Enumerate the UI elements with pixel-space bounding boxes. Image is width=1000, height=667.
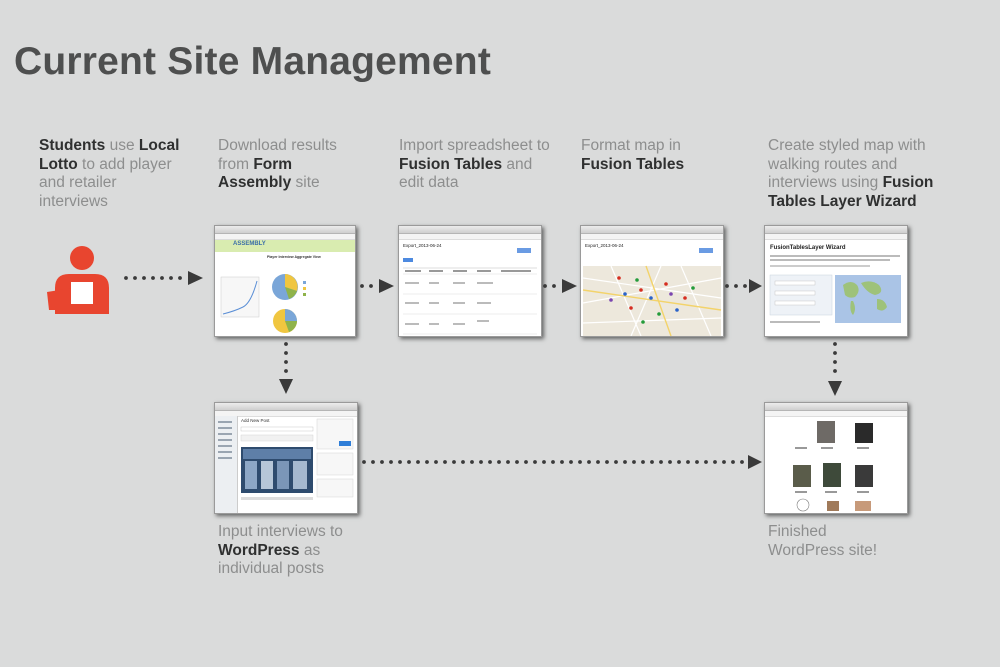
arrow-student-to-download xyxy=(124,271,203,285)
arrow-dot xyxy=(506,460,510,464)
arrow-dot xyxy=(587,460,591,464)
form-assembly-heading: Player Interview Aggregate View xyxy=(267,255,321,259)
arrow-dot xyxy=(659,460,663,464)
fusion-table-heading: Export_2013-06-24 xyxy=(403,243,442,248)
student-icon xyxy=(45,244,119,314)
arrow-dot xyxy=(452,460,456,464)
arrow-dot xyxy=(740,460,744,464)
arrow-dot xyxy=(623,460,627,464)
arrow-wordpress-to-finished xyxy=(362,455,762,469)
arrow-dot xyxy=(704,460,708,464)
layer-wizard-heading: FusionTablesLayer Wizard xyxy=(770,245,846,251)
arrow-dot xyxy=(686,460,690,464)
caption-text: Download results from xyxy=(218,137,337,173)
arrow-dot xyxy=(443,460,447,464)
arrow-dot xyxy=(596,460,600,464)
arrow-dot xyxy=(461,460,465,464)
form-assembly-logo: ASSEMBLY xyxy=(233,241,266,247)
arrow-dot xyxy=(677,460,681,464)
arrow-dot xyxy=(668,460,672,464)
arrow-dot xyxy=(398,460,402,464)
arrow-dot xyxy=(479,460,483,464)
caption-text: Input interviews to xyxy=(218,523,343,540)
fusion-map-heading: Export_2013-06-24 xyxy=(585,243,624,248)
arrow-download-to-wordpress xyxy=(279,342,293,394)
finished-site-screenshot xyxy=(764,402,908,514)
page-title: Current Site Management xyxy=(14,40,492,83)
caption-text: Import spreadsheet to xyxy=(399,137,550,154)
arrow-dot xyxy=(650,460,654,464)
arrow-wizard-to-finished xyxy=(828,342,842,396)
arrow-dot xyxy=(389,460,393,464)
arrow-dot xyxy=(407,460,411,464)
caption-text: Finished WordPress site! xyxy=(768,523,878,559)
arrow-download-to-import xyxy=(360,279,394,293)
bold-term: Fusion Tables Layer Wizard xyxy=(768,174,934,210)
arrow-dot xyxy=(695,460,699,464)
arrow-dot xyxy=(488,460,492,464)
arrow-dot xyxy=(533,460,537,464)
arrow-dot xyxy=(542,460,546,464)
bold-term: Fusion Tables xyxy=(581,155,685,173)
step-students-caption: Students use Local Lotto to add player a… xyxy=(39,137,189,211)
arrow-dot xyxy=(722,460,726,464)
arrow-dot xyxy=(362,460,366,464)
wordpress-input-caption: Input interviews to WordPress as individ… xyxy=(218,523,368,579)
arrow-dot xyxy=(560,460,564,464)
bold-term: Form Assembly xyxy=(218,155,293,192)
caption-text: site xyxy=(291,174,320,191)
bold-term: Local Lotto xyxy=(39,137,180,173)
step-download-caption: Download results from Form Assembly site xyxy=(218,137,368,193)
wordpress-edit-screenshot: Add New Post xyxy=(214,402,358,514)
bold-term: WordPress xyxy=(218,541,300,559)
arrow-dot xyxy=(425,460,429,464)
arrow-dot xyxy=(380,460,384,464)
fusion-table-screenshot: Export_2013-06-24 xyxy=(398,225,542,337)
layer-wizard-screenshot: FusionTablesLayer Wizard xyxy=(764,225,908,337)
arrow-dot xyxy=(632,460,636,464)
arrow-dot xyxy=(524,460,528,464)
form-assembly-screenshot: ASSEMBLY Player Interview Aggregate View xyxy=(214,225,356,337)
bold-term: Fusion Tables xyxy=(399,155,503,173)
step-create-caption: Create styled map with walking routes an… xyxy=(768,137,958,211)
step-import-caption: Import spreadsheet to Fusion Tables and … xyxy=(399,137,559,193)
arrow-dot xyxy=(434,460,438,464)
wordpress-edit-heading: Add New Post xyxy=(241,418,270,423)
bold-term: Students xyxy=(39,137,106,154)
arrow-dot xyxy=(605,460,609,464)
arrow-head xyxy=(748,455,762,469)
caption-text: use xyxy=(105,137,139,154)
caption-text: Format map in xyxy=(581,137,681,154)
arrow-dot xyxy=(614,460,618,464)
caption-text: to add player and retailer interviews xyxy=(39,155,172,210)
arrow-dot xyxy=(515,460,519,464)
arrow-dot xyxy=(371,460,375,464)
step-format-caption: Format map in Fusion Tables xyxy=(581,137,731,174)
arrow-dot xyxy=(641,460,645,464)
arrow-dot xyxy=(578,460,582,464)
arrow-dot xyxy=(416,460,420,464)
caption-text: and edit data xyxy=(399,155,533,192)
fusion-map-screenshot: Export_2013-06-24 xyxy=(580,225,724,337)
arrow-dot xyxy=(731,460,735,464)
caption-text: as individual posts xyxy=(218,541,324,578)
finished-site-caption: Finished WordPress site! xyxy=(768,523,898,560)
arrow-dot xyxy=(470,460,474,464)
arrow-format-to-wizard xyxy=(725,279,762,293)
arrow-import-to-format xyxy=(543,279,577,293)
arrow-dot xyxy=(713,460,717,464)
arrow-dot xyxy=(569,460,573,464)
caption-text: Create styled map with walking routes an… xyxy=(768,137,926,191)
arrow-dot xyxy=(497,460,501,464)
arrow-dot xyxy=(551,460,555,464)
